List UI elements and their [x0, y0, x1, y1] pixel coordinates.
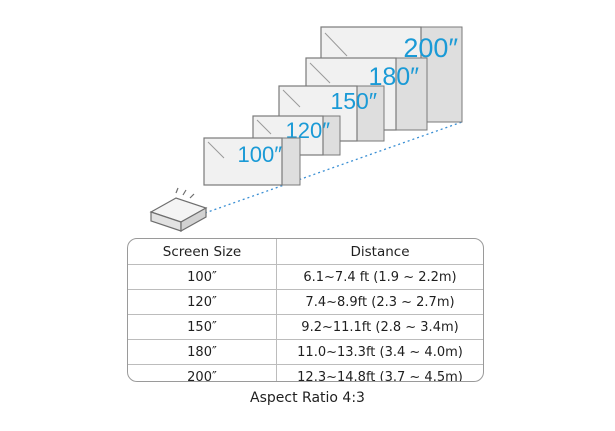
- header-distance: Distance: [350, 243, 410, 260]
- projector-icon: [149, 187, 208, 233]
- row-size: 200″: [128, 365, 277, 381]
- header-screen-size: Screen Size: [128, 239, 277, 264]
- throw-distance-table: Screen Size Distance 100″ 6.1~7.4 ft (1.…: [127, 238, 484, 382]
- table-row: 150″ 9.2~11.1ft (2.8 ~ 3.4m): [128, 314, 483, 339]
- projection-illustration: 200″ 180″ 150″ 120″ 100″: [149, 26, 463, 233]
- screen-150-label: 150″: [330, 88, 377, 114]
- row-distance: 9.2~11.1ft (2.8 ~ 3.4m): [301, 319, 459, 335]
- row-distance: 12.3~14.8ft (3.7 ~ 4.5m): [297, 369, 463, 382]
- row-size: 150″: [128, 315, 277, 339]
- row-size: 180″: [128, 340, 277, 364]
- row-distance: 6.1~7.4 ft (1.9 ~ 2.2m): [303, 269, 457, 285]
- aspect-ratio-caption: Aspect Ratio 4:3: [250, 390, 365, 406]
- table-row: 120″ 7.4~8.9ft (2.3 ~ 2.7m): [128, 289, 483, 314]
- table-row: 180″ 11.0~13.3ft (3.4 ~ 4.0m): [128, 339, 483, 364]
- table-header-row: Screen Size Distance: [128, 239, 483, 264]
- screen-100: 100″: [203, 137, 301, 186]
- screen-100-label: 100″: [238, 142, 283, 167]
- row-distance: 7.4~8.9ft (2.3 ~ 2.7m): [305, 294, 455, 310]
- projection-beam-line: [204, 121, 463, 214]
- row-size: 100″: [128, 265, 277, 289]
- row-size: 120″: [128, 290, 277, 314]
- row-distance: 11.0~13.3ft (3.4 ~ 4.0m): [297, 344, 463, 360]
- table-row: 100″ 6.1~7.4 ft (1.9 ~ 2.2m): [128, 264, 483, 289]
- table-row: 200″ 12.3~14.8ft (3.7 ~ 4.5m): [128, 364, 483, 382]
